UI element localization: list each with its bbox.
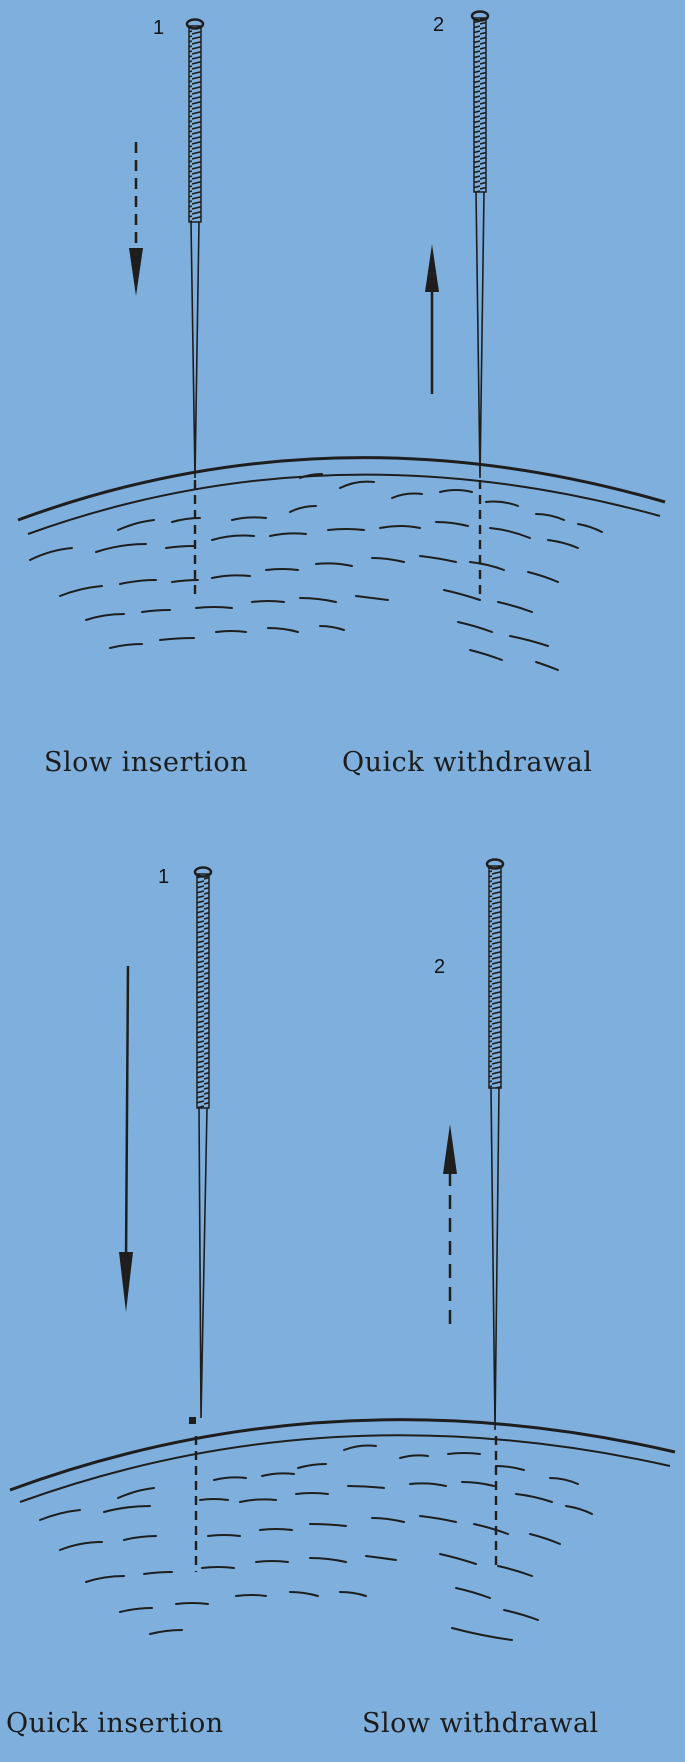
needle-1-number: 1 <box>153 17 165 39</box>
needle-2-tail <box>470 10 490 22</box>
tissue-texture <box>39 1444 593 1641</box>
panel-2 <box>9 858 676 1641</box>
caption-slow-withdrawal: Slow withdrawal <box>362 1708 599 1739</box>
needle-1-shaft <box>198 1107 208 1419</box>
needle-2 <box>470 10 490 598</box>
skin-surface <box>9 1418 676 1492</box>
caption-slow-insertion: Slow insertion <box>44 747 248 778</box>
needle-1-skin-point <box>189 1417 196 1424</box>
needle-2-handle <box>488 865 502 1089</box>
insertion-arrow-slow <box>129 142 143 296</box>
needle-1-tail <box>185 18 205 30</box>
needle-2-number: 2 <box>433 14 445 36</box>
needle-1-shaft <box>190 221 200 479</box>
needle-2-shaft <box>490 1087 500 1431</box>
needle-2-number: 2 <box>434 956 446 978</box>
skin-layer-line <box>27 473 661 535</box>
needle-1-number: 1 <box>158 866 170 888</box>
needle-2-tail <box>485 858 505 870</box>
needle-2 <box>485 858 505 1566</box>
needle-1 <box>185 18 205 600</box>
withdrawal-arrow-slow <box>443 1124 457 1324</box>
needle-2-shaft <box>475 191 485 479</box>
needle-1 <box>189 866 213 1572</box>
needle-1-handle <box>188 25 202 223</box>
caption-quick-insertion: Quick insertion <box>6 1708 224 1739</box>
skin-layer-line <box>19 1434 671 1503</box>
needle-2-handle <box>473 17 487 193</box>
insertion-arrow-quick <box>119 965 133 1312</box>
needle-1-handle <box>196 873 210 1109</box>
tissue-texture <box>29 473 603 671</box>
panel-1 <box>17 10 666 671</box>
needle-1-tail <box>193 866 213 878</box>
withdrawal-arrow-quick <box>425 244 439 394</box>
caption-quick-withdrawal: Quick withdrawal <box>342 747 593 778</box>
skin-surface <box>17 456 666 522</box>
